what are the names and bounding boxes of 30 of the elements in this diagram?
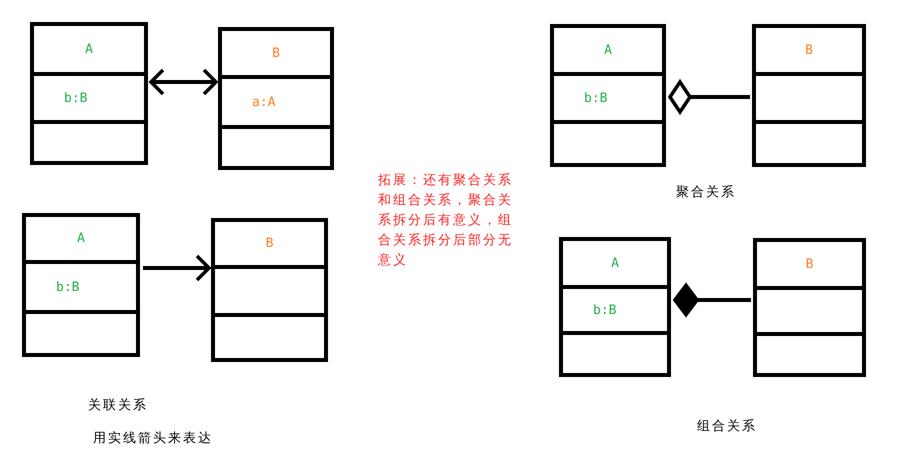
caption-text: 用实线箭头来表达 — [93, 430, 214, 448]
connector-line — [143, 254, 211, 282]
caption-text: 聚合关系 — [676, 184, 737, 202]
caption-text: 关联关系 — [88, 397, 149, 415]
attribute-text: b:B — [584, 90, 608, 106]
class-name: A — [85, 42, 93, 56]
class-name: B — [266, 236, 274, 251]
attribute-text: b:B — [56, 280, 80, 294]
connector-line — [668, 80, 750, 114]
note-text: 拓展：还有聚合关系和组合关系，聚合关系拆分后有意义，组合关系拆分后部分无意义 — [378, 172, 514, 270]
class-box — [22, 213, 140, 357]
class-name: A — [604, 42, 612, 58]
class-box — [218, 27, 334, 170]
class-name: A — [611, 256, 619, 270]
class-box — [753, 238, 866, 377]
attribute-text: b:B — [593, 302, 616, 318]
attribute-text: b:B — [64, 90, 88, 106]
class-box — [559, 237, 671, 377]
caption-text: 组合关系 — [697, 418, 758, 436]
attribute-text: a:A — [252, 94, 276, 110]
class-name: B — [272, 46, 280, 60]
class-box — [752, 24, 866, 167]
connector-line — [149, 68, 218, 96]
class-name: A — [77, 231, 85, 246]
class-box — [30, 22, 148, 165]
connector-line — [673, 283, 751, 317]
class-name: B — [806, 256, 814, 272]
class-name: B — [805, 42, 813, 58]
class-box — [211, 218, 328, 362]
class-box — [550, 24, 666, 167]
